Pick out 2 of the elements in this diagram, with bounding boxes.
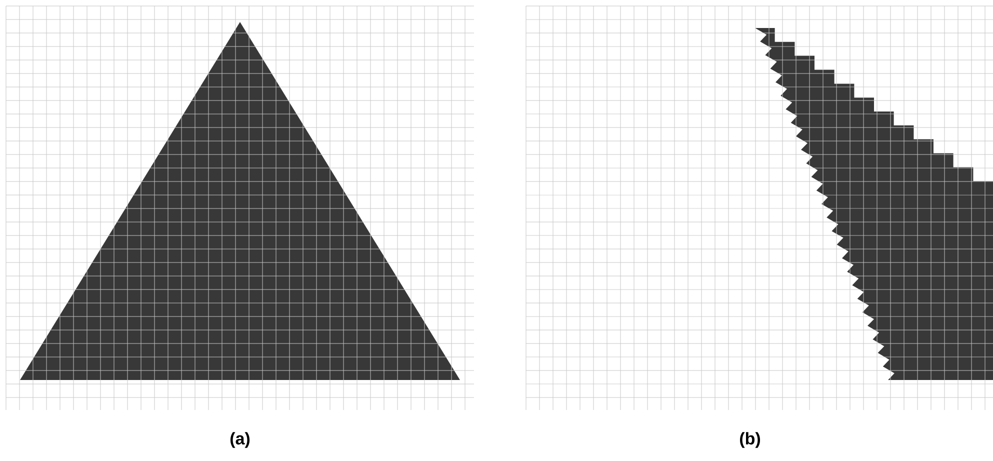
panel-label: (b) (740, 432, 760, 448)
panel-label: (a) (230, 432, 250, 448)
